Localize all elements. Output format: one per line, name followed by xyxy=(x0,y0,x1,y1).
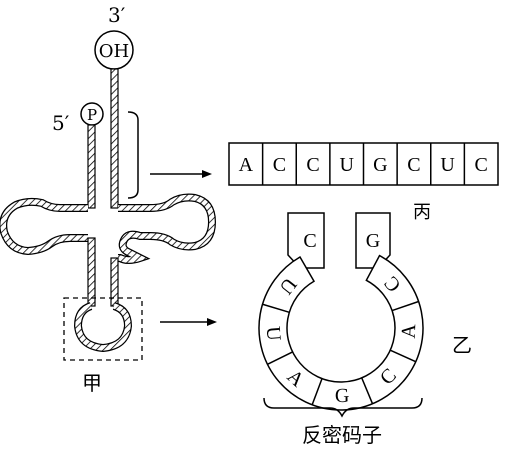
anticodon-stem-left xyxy=(87,237,96,307)
sequence-base: C xyxy=(273,154,286,176)
sequence-base: C xyxy=(407,154,420,176)
anticodon-brace-label: 反密码子 xyxy=(302,423,382,447)
ring-segment-divider xyxy=(361,377,374,405)
sequence-base: G xyxy=(373,154,387,176)
acceptor-strand-3prime xyxy=(110,68,119,209)
sequence-base: U xyxy=(440,154,455,176)
ring-base: U xyxy=(262,325,285,342)
anticodon-loop-hatch xyxy=(75,303,131,351)
stem-box-left xyxy=(287,212,325,269)
ring-segment-divider xyxy=(267,351,293,365)
sequence-base: C xyxy=(475,154,488,176)
d-arm-hatch xyxy=(0,199,88,254)
acceptor-bracket xyxy=(127,111,139,199)
anticodon-brace xyxy=(263,397,423,418)
sequence-base: U xyxy=(339,154,354,176)
ring-segment-divider xyxy=(389,349,417,363)
stem-base-right: G xyxy=(366,230,380,252)
ring-base: A xyxy=(398,323,421,339)
acceptor-strand-5prime xyxy=(87,124,96,209)
ring-base: G xyxy=(335,385,350,407)
ring-segment-divider xyxy=(391,300,419,312)
sequence-base: C xyxy=(306,154,319,176)
five-prime-label: 5′ xyxy=(52,111,70,135)
trna-label: 甲 xyxy=(82,371,102,395)
anticodon-ring-outline xyxy=(258,254,424,411)
sequence-base: A xyxy=(239,154,254,176)
arrow-to-anticodon xyxy=(160,318,217,326)
stem-base-left: C xyxy=(303,230,316,252)
ring-segment-divider xyxy=(262,303,290,314)
ring-segment-divider xyxy=(311,378,323,406)
trna-molecule: 3′ OH 5′ P 甲 xyxy=(0,3,217,395)
p-label: P xyxy=(87,106,97,124)
three-prime-label: 3′ xyxy=(108,3,126,27)
anticodon-label: 乙 xyxy=(452,333,472,357)
anticodon-stem-right xyxy=(110,257,119,307)
oh-label: OH xyxy=(99,41,129,62)
t-arm-hatch xyxy=(118,194,215,263)
sequence-label: 丙 xyxy=(413,202,431,223)
arrow-to-sequence xyxy=(150,170,212,178)
anticodon-dashed-box xyxy=(63,297,143,361)
